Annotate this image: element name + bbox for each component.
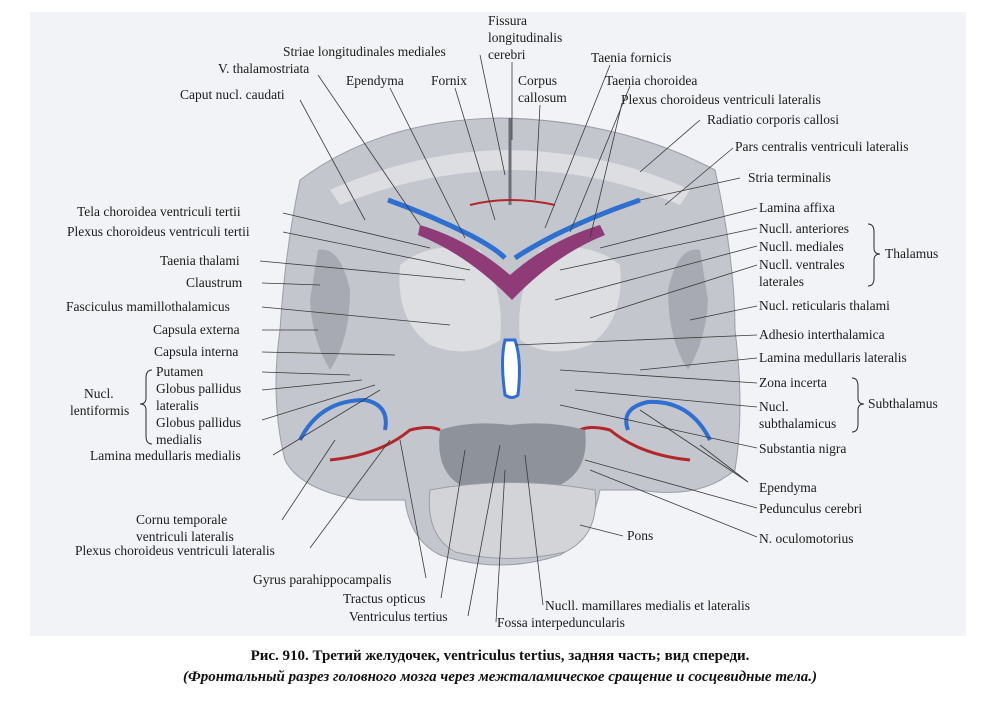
label-plexus-lat-bottom: Plexus choroideus ventriculi lateralis (75, 543, 275, 558)
label-capsula-interna: Capsula interna (154, 344, 238, 359)
putamen-right (668, 249, 708, 370)
label-fasciculus: Fasciculus mamillothalamicus (66, 299, 230, 314)
label-cornu-1: Cornu temporale (136, 512, 227, 527)
label-globus-med-2: medialis (156, 432, 202, 447)
label-globus-lat-1: Globus pallidus (156, 381, 241, 396)
label-caput: Caput nucl. caudati (180, 87, 285, 102)
label-tela: Tela choroidea ventriculi tertii (77, 204, 241, 219)
label-ependyma-top: Ependyma (346, 73, 404, 88)
label-striae: Striae longitudinales mediales (283, 44, 446, 59)
brain-section (275, 117, 741, 566)
label-nucll-ventr-1: Nucll. ventrales (759, 257, 844, 272)
label-radiatio: Radiatio corporis callosi (707, 112, 839, 127)
label-plexus-tertii: Plexus choroideus ventriculi tertii (67, 224, 250, 239)
label-tractus: Tractus opticus (343, 591, 425, 606)
label-globus-med-1: Globus pallidus (156, 415, 241, 430)
label-substantia: Substantia nigra (759, 441, 846, 456)
brace-thalamus (867, 223, 881, 287)
label-claustrum: Claustrum (186, 275, 243, 290)
lateral-ventricle-left (387, 197, 507, 260)
third-ventricle (501, 338, 521, 399)
caption-title: Рис. 910. Третий желудочек, ventriculus … (250, 648, 750, 664)
label-taenia-choroidea: Taenia choroidea (605, 73, 697, 88)
label-thalamus: Thalamus (885, 246, 938, 261)
label-fissura-3: cerebri (488, 47, 526, 62)
vessel-top (469, 199, 556, 206)
label-lentiformis: lentiformis (70, 403, 129, 418)
label-reticularis: Nucl. reticularis thalami (759, 298, 890, 313)
label-pedunculus: Pedunculus cerebri (759, 501, 862, 516)
brace-lentiformis (139, 369, 153, 445)
label-lamina-lat: Lamina medullaris lateralis (759, 350, 907, 365)
label-nucll-ventr-2: laterales (759, 274, 804, 289)
label-v-thalamostriata: V. thalamostriata (218, 61, 309, 76)
labels-right: Stria terminalis Lamina affixa Nucll. an… (497, 170, 938, 630)
label-corpus: Corpus (518, 73, 557, 88)
label-nucl-sub-2: subthalamicus (759, 416, 836, 431)
label-lamina-med-medialis: Lamina medullaris medialis (90, 448, 241, 463)
label-lamina-affixa: Lamina affixa (759, 200, 835, 215)
figure-caption: Рис. 910. Третий желудочек, ventriculus … (0, 648, 1000, 686)
label-capsula-externa: Capsula externa (153, 322, 240, 337)
putamen-left (310, 249, 350, 370)
label-gyrus: Gyrus parahippocampalis (253, 572, 391, 587)
lateral-ventricle-right (513, 197, 641, 261)
label-pons: Pons (627, 528, 653, 543)
label-ventriculus: Ventriculus tertius (349, 609, 448, 624)
label-pars-centralis: Pars centralis ventriculi lateralis (735, 139, 909, 154)
label-globus-lat-2: lateralis (156, 398, 199, 413)
label-ependyma-bottom: Ependyma (759, 480, 817, 495)
label-stria: Stria terminalis (748, 170, 831, 185)
labels-left: Tela choroidea ventriculi tertii Plexus … (66, 204, 448, 624)
label-callosum: callosum (518, 90, 567, 105)
label-oculomotorius: N. oculomotorius (759, 531, 854, 546)
label-nucl-sub-1: Nucl. (759, 399, 789, 414)
caption-subtitle: (Фронтальный разрез головного мозга чере… (182, 669, 818, 685)
label-fornix: Fornix (431, 73, 467, 88)
label-nucl: Nucl. (84, 386, 114, 401)
vessel-right (579, 426, 691, 462)
thalamus-left (399, 247, 501, 352)
label-subthalamus: Subthalamus (868, 396, 938, 411)
label-nucll-med: Nucll. mediales (759, 239, 844, 254)
peduncles (439, 423, 586, 490)
label-fissura: Fissura (488, 13, 527, 28)
leader-lines (259, 54, 758, 623)
label-adhesio: Adhesio interthalamica (759, 327, 885, 342)
label-fissura-2: longitudinalis (488, 30, 562, 45)
label-zona: Zona incerta (759, 375, 827, 390)
label-cornu-2: ventriculi lateralis (136, 529, 234, 544)
label-taenia-thalami: Taenia thalami (160, 253, 240, 268)
corpus-callosum (330, 150, 690, 205)
label-nucll-ant: Nucll. anteriores (759, 221, 849, 236)
label-putamen: Putamen (156, 364, 203, 379)
label-taenia-fornicis: Taenia fornicis (591, 50, 671, 65)
temporal-horn-left (298, 397, 388, 441)
temporal-horn-right (624, 399, 712, 441)
choroid-plexus (418, 225, 605, 300)
vessel-left (329, 426, 441, 462)
pons-shape (428, 482, 597, 559)
braces (139, 223, 881, 445)
label-mamillares: Nucll. mamillares medialis et lateralis (545, 598, 750, 613)
label-plexus-lat-top: Plexus choroideus ventriculi lateralis (621, 92, 821, 107)
thalamus-right (519, 247, 621, 352)
brace-subthalamus (851, 377, 865, 433)
labels-top: Fissura longitudinalis cerebri Striae lo… (180, 13, 909, 154)
label-fossa: Fossa interpeduncularis (497, 615, 625, 630)
